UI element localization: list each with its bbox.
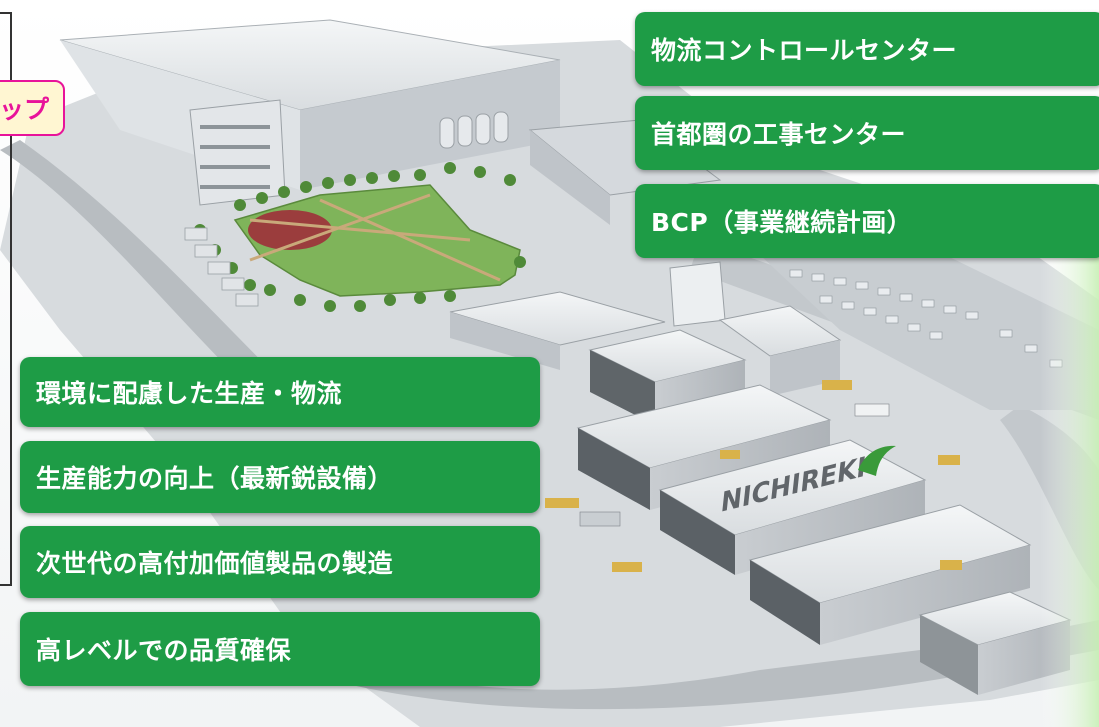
edge-glow (1040, 250, 1099, 727)
label-bcp: BCP（事業継続計画） (635, 184, 1099, 258)
warehouse-4-side (820, 545, 1030, 645)
partial-pink-label: ップ (0, 80, 65, 136)
park-plaza (248, 210, 332, 250)
parked-cars (789, 269, 1063, 368)
warehouse-1-front (590, 350, 655, 425)
warehouse-2-front (578, 428, 650, 510)
warehouse-4-front (750, 560, 820, 645)
label-production-capacity-text: 生産能力の向上（最新鋭設備） (36, 464, 394, 493)
label-metropolitan-construction-center: 首都圏の工事センター (635, 96, 1099, 170)
office-windows (200, 125, 270, 189)
row-buildings-left (184, 227, 259, 307)
tree-row (194, 162, 526, 312)
mid-warehouse-wall (450, 312, 560, 370)
road-left (0, 140, 300, 420)
right-warehouse-wall (530, 130, 610, 225)
label-environment-text: 環境に配慮した生産・物流 (36, 379, 343, 408)
warehouse-3-front (660, 490, 735, 575)
label-next-generation-products: 次世代の高付加価値製品の製造 (20, 526, 540, 598)
parking-lot (760, 250, 1099, 410)
warehouse-5-front (920, 615, 978, 695)
trucks (545, 380, 962, 572)
label-bcp-text: BCP（事業継続計画） (651, 208, 913, 237)
label-environment: 環境に配慮した生産・物流 (20, 357, 540, 427)
label-quality-assurance-text: 高レベルでの品質確保 (36, 636, 292, 665)
left-frame-line (0, 12, 12, 586)
storage-tanks (439, 111, 509, 149)
office-building (189, 99, 286, 206)
label-metropolitan-construction-center-text: 首都圏の工事センター (651, 120, 907, 149)
label-quality-assurance: 高レベルでの品質確保 (20, 612, 540, 686)
label-production-capacity: 生産能力の向上（最新鋭設備） (20, 441, 540, 513)
partial-pink-label-text: ップ (0, 95, 49, 124)
small-tower (669, 261, 726, 327)
roof-logo-mark (858, 445, 896, 476)
main-factory-wall-front (300, 60, 560, 190)
park-paths (249, 193, 501, 282)
label-logistics-control-center: 物流コントロールセンター (635, 12, 1099, 86)
label-logistics-control-center-text: 物流コントロールセンター (651, 36, 958, 65)
label-next-generation-products-text: 次世代の高付加価値製品の製造 (36, 549, 394, 578)
